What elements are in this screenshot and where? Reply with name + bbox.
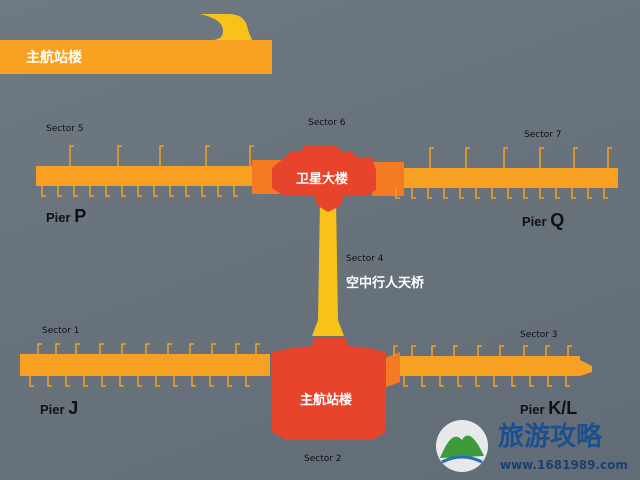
pier-kl-tip (580, 360, 592, 376)
pier-p-prefix: Pier (46, 210, 75, 225)
satellite-building (272, 146, 376, 212)
pier-j-label: Pier J (40, 398, 78, 419)
sector-5-label: Sector 5 (46, 124, 84, 134)
main-terminal-label: 主航站楼 (300, 393, 353, 408)
pier-kl-prefix: Pier (520, 402, 549, 417)
watermark-url: www.1681989.com (500, 458, 628, 472)
pier-j-letter: J (68, 398, 79, 418)
pier-q-label: Pier Q (522, 210, 564, 231)
gates-upper-bottom (41, 186, 608, 199)
pier-q-letter: Q (550, 210, 565, 230)
pier-q-link (372, 162, 404, 196)
pier-q-prefix: Pier (522, 214, 551, 229)
skybridge-label: 空中行人天桥 (346, 276, 425, 291)
main-terminal-building (272, 338, 386, 440)
gates-upper-top (69, 145, 612, 168)
pier-p-band (36, 166, 280, 186)
satellite-building-label: 卫星大楼 (296, 172, 349, 187)
pier-kl-letter: K/L (548, 398, 578, 418)
gates-lower-top (37, 343, 572, 356)
pier-j-prefix: Pier (40, 402, 69, 417)
pier-p-label: Pier P (46, 206, 86, 227)
header-title: 主航站楼 (26, 50, 82, 66)
sector-6-label: Sector 6 (308, 118, 346, 128)
pier-p-letter: P (74, 206, 87, 226)
watermark: 旅游攻略 www.1681989.com (428, 414, 636, 476)
sector-2-label: Sector 2 (304, 454, 342, 464)
skybridge-shape (312, 200, 344, 336)
sector-7-label: Sector 7 (524, 130, 562, 140)
header-band (0, 40, 272, 74)
pier-kl-label: Pier K/L (520, 398, 577, 419)
watermark-brand: 旅游攻略 (498, 422, 603, 452)
pier-j-band (20, 354, 270, 376)
watermark-logo-icon (436, 420, 488, 472)
sector-3-label: Sector 3 (520, 330, 558, 340)
pier-q-band (380, 168, 618, 188)
gates-lower-bottom (29, 376, 570, 387)
sector-4-label: Sector 4 (346, 254, 384, 264)
sector-1-label: Sector 1 (42, 326, 80, 336)
pier-kl-band (390, 356, 580, 376)
